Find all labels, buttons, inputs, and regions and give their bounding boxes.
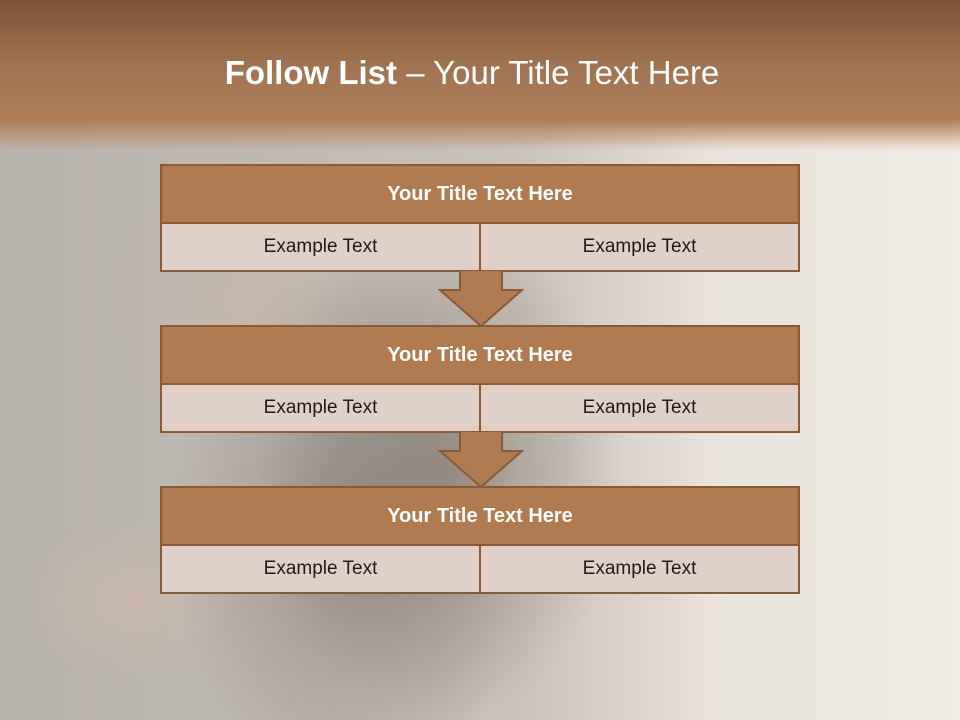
list-block-row: Example Text Example Text (162, 385, 798, 431)
list-block-title: Your Title Text Here (162, 166, 798, 224)
slide-title-rest: – Your Title Text Here (397, 54, 720, 91)
list-block-cell-right: Example Text (479, 385, 798, 431)
title-bar (0, 0, 960, 150)
list-block-cell-left: Example Text (162, 385, 479, 431)
list-block-title: Your Title Text Here (162, 488, 798, 546)
list-block-title: Your Title Text Here (162, 327, 798, 385)
list-block-row: Example Text Example Text (162, 224, 798, 270)
list-block-row: Example Text Example Text (162, 546, 798, 592)
list-block-cell-right: Example Text (479, 546, 798, 592)
list-block-2: Your Title Text Here Example Text Exampl… (160, 325, 800, 433)
slide-title-bold: Follow List (224, 54, 398, 91)
list-block-cell-left: Example Text (162, 224, 479, 270)
list-block-3: Your Title Text Here Example Text Exampl… (160, 486, 800, 594)
down-arrow-icon (438, 270, 524, 328)
list-block-cell-right: Example Text (479, 224, 798, 270)
list-block-1: Your Title Text Here Example Text Exampl… (160, 164, 800, 272)
slide-title: Follow List – Your Title Text Here (0, 54, 944, 92)
list-block-cell-left: Example Text (162, 546, 479, 592)
down-arrow-icon (438, 431, 524, 489)
